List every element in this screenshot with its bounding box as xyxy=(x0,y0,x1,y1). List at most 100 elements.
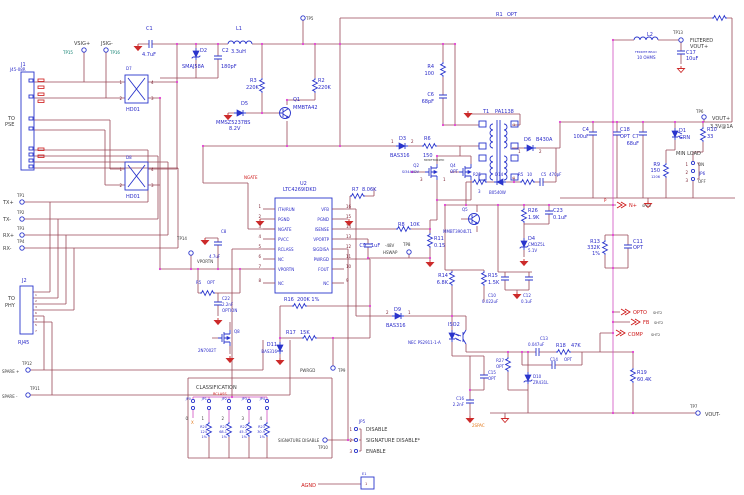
resistor-r26 xyxy=(521,207,527,224)
junction-dot xyxy=(441,123,445,127)
chip-pin-label: PWRGD xyxy=(314,257,329,262)
schematic-label: E1 xyxy=(362,472,366,476)
zener-d4 xyxy=(519,237,529,251)
schematic-label: TP10 xyxy=(317,445,328,450)
capacitor-c8 xyxy=(213,241,223,246)
schematic-label: R27 xyxy=(496,358,504,363)
mosfet-q8 xyxy=(217,329,231,347)
schematic-label: 2 xyxy=(386,310,389,315)
junction-dot xyxy=(496,203,500,207)
resistor-r6 xyxy=(421,143,438,149)
schematic-label: TP12 xyxy=(21,361,32,366)
schematic-label: JP1 xyxy=(201,397,207,401)
schematic-label: C23 xyxy=(553,208,563,214)
schematic-label: VPORTN xyxy=(197,259,213,264)
capacitor-c7 xyxy=(638,131,648,136)
schematic-label: TO xyxy=(7,116,15,122)
schematic-label: RX- xyxy=(3,246,12,252)
schematic-label: TP5 xyxy=(305,16,314,21)
schematic-label: Q1 xyxy=(293,97,300,103)
zener-d5 xyxy=(233,109,247,117)
schematic-label: JP0 xyxy=(185,397,191,401)
transformer-t1 xyxy=(478,120,519,181)
junction-dot xyxy=(611,310,615,314)
schematic-label: 0.1uF xyxy=(521,299,533,304)
schematic-label: RCLASS xyxy=(213,392,227,396)
connector-j1 xyxy=(20,71,35,171)
diode-d9 xyxy=(391,312,405,320)
schematic-label: 1% xyxy=(259,435,265,439)
junction-dot xyxy=(520,350,524,354)
junction-dot xyxy=(506,350,510,354)
schematic-label: 1.5K xyxy=(488,280,500,286)
schematic-label: 10 xyxy=(527,172,533,177)
junction-dot xyxy=(338,144,342,148)
schematic-label: NGATE xyxy=(244,175,258,180)
schematic-label: OPT xyxy=(496,364,505,369)
schematic-label: MMBT3904LT1 xyxy=(443,229,472,234)
chip-pin-label: NC xyxy=(323,281,329,286)
junction-dot xyxy=(435,154,439,158)
schematic-label: R8 xyxy=(398,222,405,228)
schematic-label: OPT xyxy=(633,245,644,251)
schematic-label: 0.047uF xyxy=(528,342,545,347)
resistor-r19 xyxy=(630,367,636,384)
schematic-label: 1 xyxy=(518,149,521,154)
schematic-label: D14 xyxy=(495,172,504,177)
schematic-label: 2SPAC xyxy=(472,423,485,428)
resistor-r9 xyxy=(663,162,669,179)
schematic-label: 10 OHMS xyxy=(637,55,656,60)
chip-pin-label: 14 xyxy=(346,224,352,229)
schematic-label: C13 xyxy=(540,336,548,341)
junction-dot xyxy=(260,42,264,46)
schematic-label: SPARE + xyxy=(2,369,19,374)
schematic-label: T1 xyxy=(482,109,489,115)
schematic-label: HD01 xyxy=(126,194,140,200)
schematic-label: HD01 xyxy=(126,107,140,113)
schematic-label: TX+ xyxy=(2,200,14,206)
chip-pin-label: VFB xyxy=(321,207,329,212)
schematic-label: R11 xyxy=(434,236,444,242)
schematic-label: D9 xyxy=(394,307,401,313)
chip-pin-label: NGATE xyxy=(278,227,292,232)
offpage-opto xyxy=(620,308,631,316)
wires-layer xyxy=(24,17,735,485)
schematic-label: VSIG+ xyxy=(74,41,90,47)
schematic-label: 332K xyxy=(587,245,601,251)
schematic-label: R5 xyxy=(196,280,202,285)
schematic-label: TP8 xyxy=(402,242,411,247)
schematic-label: 30.9 xyxy=(257,430,265,434)
schematic-label: 124 xyxy=(200,430,207,434)
mosfet-q2 xyxy=(424,163,438,181)
junction-dot xyxy=(278,336,282,340)
schematic-label: R21 xyxy=(220,425,227,429)
schematic-label: U2 xyxy=(300,181,307,187)
junction-dot xyxy=(189,267,193,271)
schematic-label: 2 xyxy=(685,170,688,175)
schematic-label: D5 xyxy=(241,101,248,107)
junction-dot xyxy=(464,203,468,207)
junction-dot xyxy=(468,388,472,392)
schematic-label: 3 xyxy=(349,449,352,454)
schematic-label: 4.7uF xyxy=(209,254,221,259)
schematic-label: 1% xyxy=(592,251,600,257)
schematic-label: 2N7002T xyxy=(198,348,217,353)
schematic-label: 2 xyxy=(411,139,414,144)
schematic-label: 100 xyxy=(424,71,434,77)
schematic-label: FILTERED xyxy=(690,38,713,44)
resistor-r5-opt xyxy=(199,290,216,296)
mosfet-q4 xyxy=(458,163,472,181)
resistor-r20 xyxy=(206,421,212,438)
schematic-label: RX+ xyxy=(3,233,14,239)
resistor-r16 xyxy=(291,303,308,309)
schematic-label: 2.2nF xyxy=(222,302,234,307)
schematic-label: TP7 xyxy=(689,404,698,409)
schematic-label: JSIG- xyxy=(100,41,113,47)
resistor-r4 xyxy=(440,61,446,78)
schematic-label: ON xyxy=(698,162,704,167)
schematic-label: D4 xyxy=(528,236,535,242)
junction-dot xyxy=(450,314,454,318)
resistor-r17 xyxy=(301,335,318,341)
schematic-label: C2 xyxy=(222,48,229,54)
schematic-label: PSE xyxy=(5,122,14,128)
